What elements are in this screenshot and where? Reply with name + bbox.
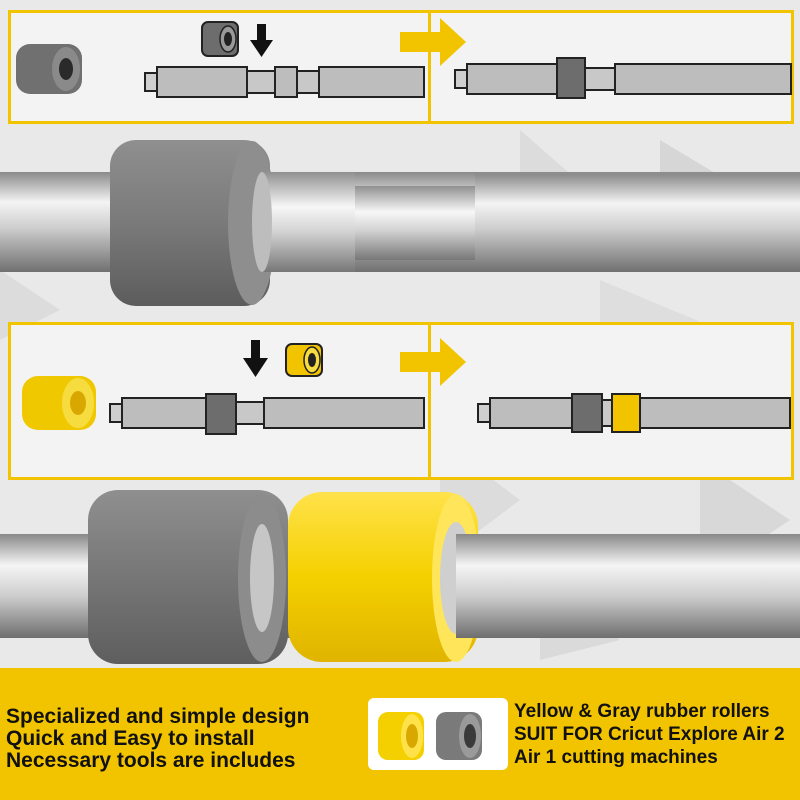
compat-machines: Air 1 cutting machines <box>514 747 718 768</box>
shaft-left <box>144 66 425 98</box>
shaft-right-installed <box>477 393 791 433</box>
down-arrow-icon <box>250 24 273 57</box>
shaft-left <box>109 393 425 435</box>
panel-divider <box>428 10 431 124</box>
feature-list: Specialized and simple design Quick and … <box>6 706 366 772</box>
right-arrow-icon <box>400 338 466 386</box>
gray-roller-closeup <box>0 140 800 306</box>
gray-roller-part <box>16 44 82 94</box>
compatibility-list: Yellow & Gray rubber rollers SUIT FOR Cr… <box>514 700 798 769</box>
install-diagram-gray <box>16 18 792 99</box>
gray-roller-thumb <box>436 712 482 760</box>
roller-pair-thumbnail <box>368 698 508 770</box>
install-diagram-yellow <box>22 338 791 435</box>
yellow-roller-part <box>22 376 96 430</box>
down-arrow-icon <box>243 340 268 377</box>
feature-design: Specialized and simple design <box>6 705 310 728</box>
yellow-roller-thumb <box>378 712 424 760</box>
shaft-right-installed <box>454 57 792 99</box>
yellow-roller-small <box>285 343 323 377</box>
compat-model: SUIT FOR Cricut Explore Air 2 <box>514 724 785 745</box>
feature-tools: Necessary tools are includes <box>6 749 296 772</box>
right-arrow-icon <box>400 18 466 66</box>
info-footer: Specialized and simple design Quick and … <box>0 668 800 800</box>
feature-install: Quick and Easy to install <box>6 727 255 750</box>
gray-roller-small <box>201 21 239 57</box>
panel-divider <box>428 322 431 480</box>
compat-rollers: Yellow & Gray rubber rollers <box>514 701 770 722</box>
gray-yellow-roller-closeup <box>0 490 800 664</box>
